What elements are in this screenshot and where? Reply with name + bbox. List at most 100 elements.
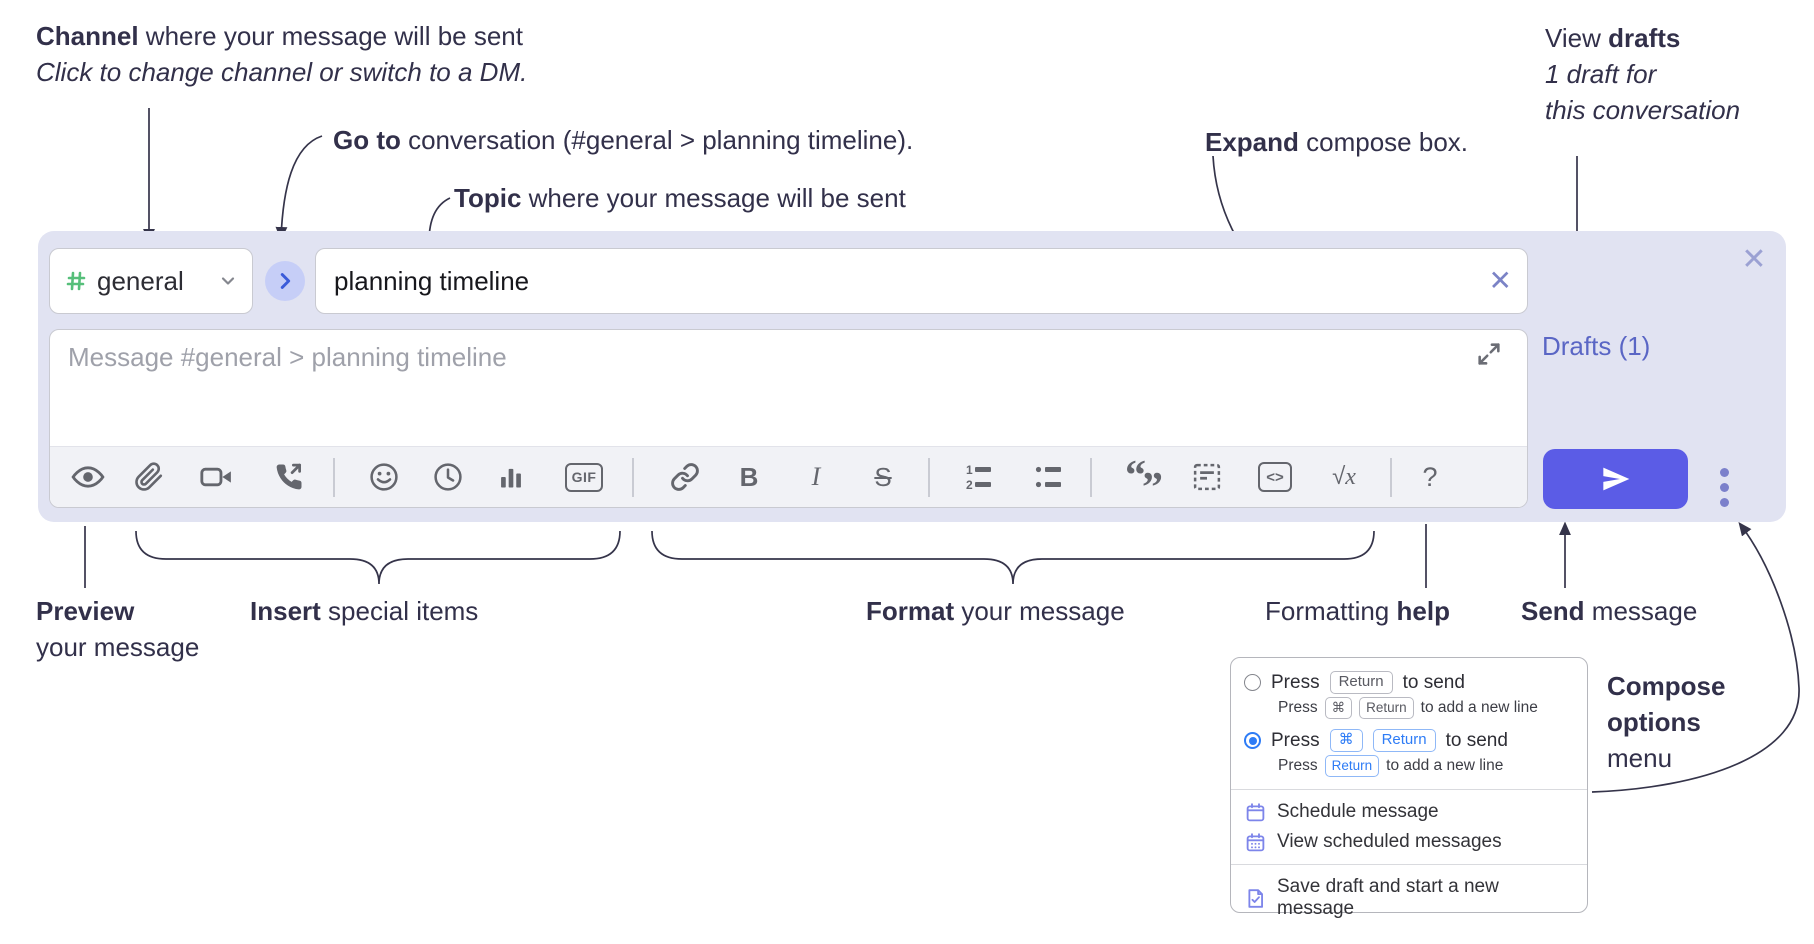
channel-annotation-rest: where your message will be sent — [138, 21, 523, 51]
preview-button[interactable] — [69, 459, 107, 495]
format-brace — [651, 530, 1375, 585]
ellipsis-dot — [1719, 497, 1729, 507]
formatting-help-annotation: Formatting help — [1265, 596, 1450, 626]
channel-selector[interactable]: general — [49, 248, 253, 314]
gif-button[interactable]: GIF — [565, 459, 603, 495]
svg-text:1: 1 — [966, 463, 973, 477]
ellipsis-dot — [1719, 482, 1729, 492]
quote-icon: “ ” — [1125, 453, 1163, 508]
view-drafts-annotation: View drafts 1 draft for this conversatio… — [1545, 23, 1741, 125]
preview-annotation: Preview your message — [36, 596, 200, 662]
cmd-key: ⌘ — [1329, 729, 1363, 752]
spoiler-icon — [1193, 463, 1221, 491]
spoiler-button[interactable] — [1188, 459, 1226, 495]
link-button[interactable] — [666, 459, 704, 495]
eye-icon — [71, 466, 105, 488]
radio-unselected[interactable] — [1244, 674, 1261, 691]
time-button[interactable] — [429, 459, 467, 495]
go-to-conversation-button[interactable] — [265, 261, 305, 301]
italic-button[interactable]: I — [797, 459, 835, 495]
emoji-button[interactable] — [365, 459, 403, 495]
svg-text:2: 2 — [966, 478, 973, 492]
smiley-icon — [370, 463, 398, 491]
bulleted-list-button[interactable] — [1030, 459, 1068, 495]
topic-input[interactable] — [315, 248, 1528, 314]
math-button[interactable]: √x — [1325, 459, 1363, 495]
numbered-list-button[interactable]: 1 2 — [960, 459, 998, 495]
menu-divider — [1231, 864, 1587, 865]
compose-toolbar: GIF B I S — [50, 446, 1527, 507]
save-draft-new-message-item[interactable]: Save draft and start a new message — [1231, 872, 1587, 924]
link-icon — [671, 463, 699, 491]
channel-annotation: Channel where your message will be sent … — [36, 18, 527, 90]
channel-annotation-line2: Click to change channel or switch to a D… — [36, 57, 528, 87]
video-camera-icon — [200, 467, 231, 487]
ellipsis-dot — [1719, 467, 1729, 477]
drafts-link[interactable]: Drafts (1) — [1542, 331, 1651, 361]
italic-icon: I — [811, 462, 821, 491]
topic-annotation: Topic where your message will be sent — [454, 183, 906, 213]
send-plane-icon — [1602, 467, 1629, 491]
video-call-button[interactable] — [197, 459, 235, 495]
expand-compose-icon[interactable] — [1475, 340, 1503, 368]
compose-options-button[interactable] — [1714, 459, 1734, 515]
voice-call-button[interactable] — [270, 459, 308, 495]
clock-icon — [434, 463, 462, 491]
calendar-grid-icon — [1246, 832, 1265, 851]
return-key: Return — [1359, 697, 1414, 719]
return-key: Return — [1372, 729, 1436, 752]
gif-icon: GIF — [565, 462, 603, 492]
cmd-enter-sends-option[interactable]: Press ⌘ Return to send — [1231, 724, 1587, 754]
enter-sends-subtext: Press ⌘ Return to add a new line — [1231, 696, 1587, 724]
send-message-annotation: Send message — [1521, 596, 1698, 626]
channel-hash-icon — [66, 271, 86, 291]
menu-divider — [1231, 789, 1587, 790]
bold-button[interactable]: B — [730, 459, 768, 495]
code-button[interactable]: <> — [1256, 459, 1294, 495]
attach-file-button[interactable] — [130, 459, 168, 495]
compose-options-annotation: Compose options menu — [1607, 671, 1726, 773]
return-key: Return — [1324, 755, 1380, 777]
question-mark-icon: ? — [1422, 461, 1438, 492]
topic-clear-icon[interactable]: ✕ — [1488, 265, 1512, 296]
code-icon: <> — [1258, 462, 1292, 492]
bulleted-list-icon — [1035, 466, 1061, 488]
compose-box: general ✕ — [38, 231, 1786, 522]
calendar-icon — [1246, 802, 1265, 821]
math-icon: √x — [1332, 463, 1356, 490]
enter-sends-option[interactable]: Press Return to send — [1231, 666, 1587, 696]
radio-selected[interactable] — [1244, 732, 1261, 749]
toolbar-divider — [333, 458, 335, 497]
toolbar-divider — [1390, 458, 1392, 497]
insert-brace — [135, 530, 621, 585]
channel-annotation-bold: Channel — [36, 21, 139, 51]
toolbar-divider — [928, 458, 930, 497]
send-button[interactable] — [1543, 449, 1688, 509]
toolbar-divider — [632, 458, 634, 497]
bar-chart-icon — [501, 468, 521, 488]
expand-annotation: Expand compose box. — [1205, 127, 1469, 157]
view-scheduled-messages-item[interactable]: View scheduled messages — [1231, 827, 1587, 857]
chevron-right-icon — [280, 273, 291, 289]
cmd-key: ⌘ — [1324, 697, 1353, 719]
quote-button[interactable]: “ ” — [1125, 453, 1163, 508]
formatting-help-button[interactable]: ? — [1411, 459, 1449, 495]
message-box: GIF B I S — [49, 329, 1528, 508]
paperclip-icon — [135, 462, 163, 491]
schedule-message-item[interactable]: Schedule message — [1231, 797, 1587, 827]
compose-options-menu: Press Return to send Press ⌘ Return to a… — [1230, 657, 1588, 919]
bold-icon: B — [739, 461, 759, 492]
poll-button[interactable] — [492, 459, 530, 495]
strikethrough-icon: S — [874, 461, 892, 492]
numbered-list-icon: 1 2 — [966, 463, 991, 492]
close-compose-icon[interactable]: ✕ — [1741, 242, 1767, 276]
topic-input-wrap: ✕ — [315, 248, 1528, 314]
format-annotation: Format your message — [866, 596, 1125, 626]
chevron-down-icon — [221, 277, 235, 285]
cmd-enter-sends-subtext: Press Return to add a new line — [1231, 754, 1587, 782]
phone-outgoing-icon — [276, 463, 302, 490]
goto-annotation: Go to conversation (#general > planning … — [333, 125, 914, 155]
message-input[interactable] — [50, 330, 1527, 442]
strikethrough-button[interactable]: S — [864, 459, 902, 495]
